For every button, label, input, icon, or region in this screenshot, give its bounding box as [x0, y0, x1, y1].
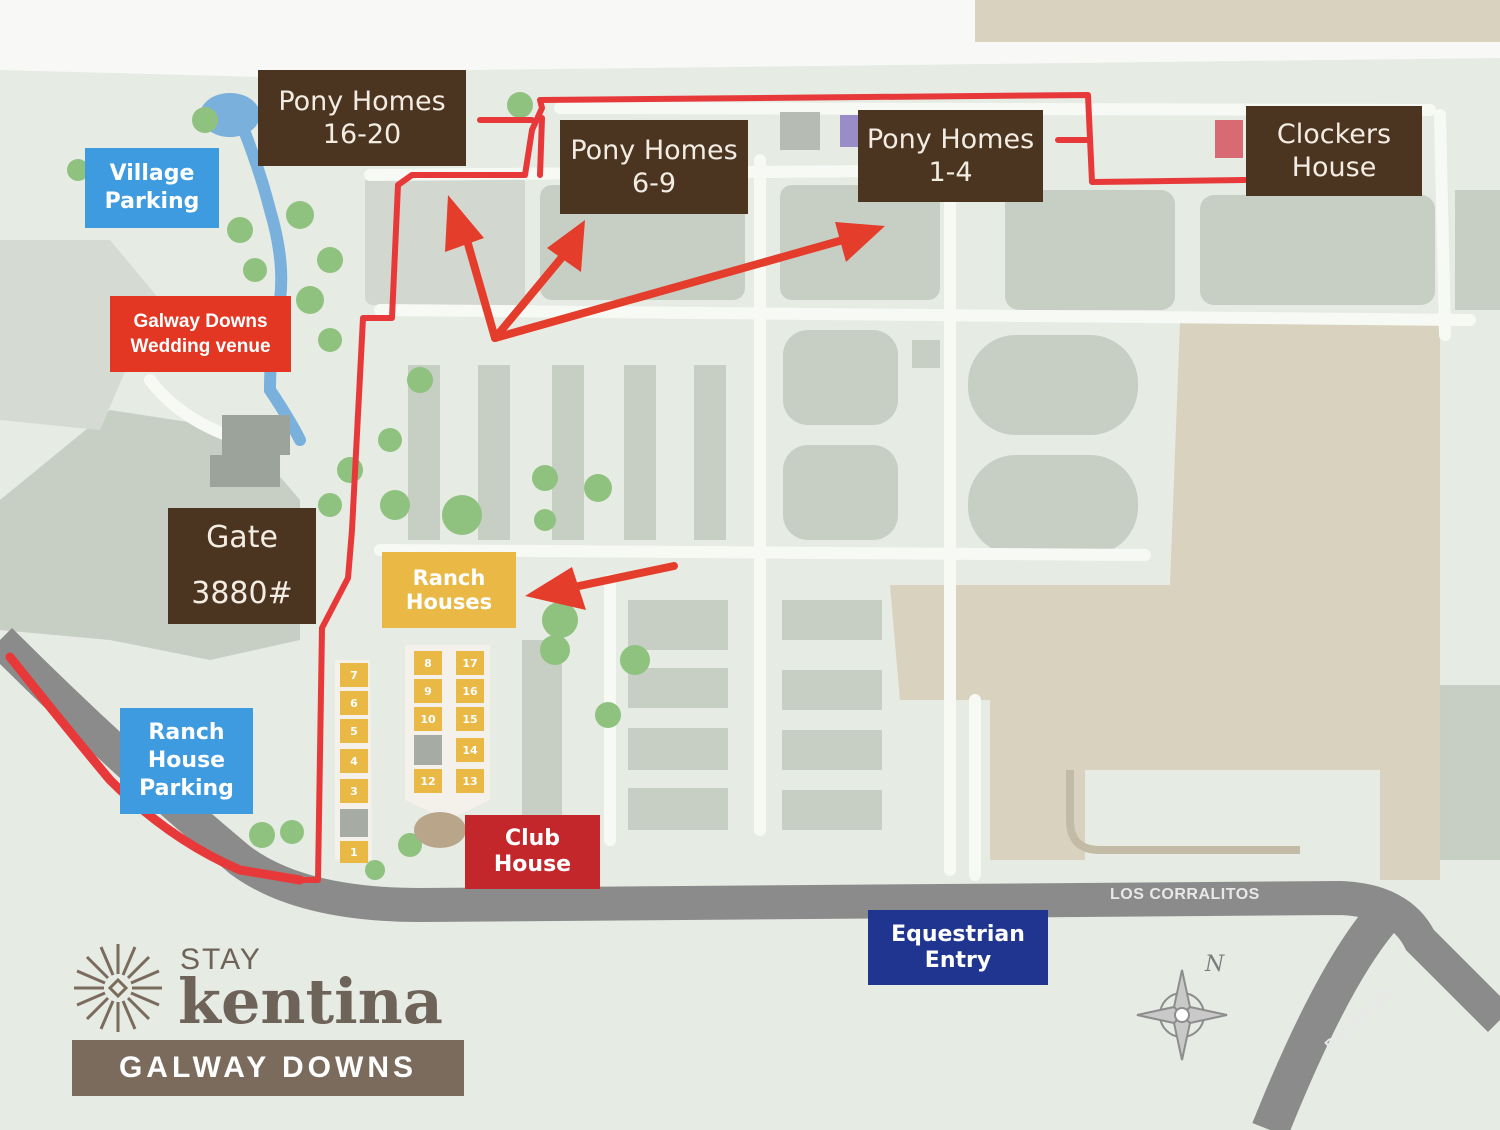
house-1: 1 [340, 841, 368, 863]
label-gate-code: Gate 3880# [168, 508, 316, 624]
house-11-placeholder [414, 735, 442, 765]
label-pony-homes-1-4: Pony Homes 1-4 [858, 110, 1043, 202]
house-12: 12 [414, 769, 442, 793]
label-ranch-house-parking: Ranch House Parking [120, 708, 253, 814]
house-5: 5 [340, 719, 368, 743]
logo-stay: STAY [180, 943, 262, 976]
logo-subtitle: GALWAY DOWNS [72, 1040, 464, 1096]
house-16: 16 [456, 679, 484, 703]
compass-rose-icon [1140, 970, 1228, 1060]
label-pony-homes-16-20: Pony Homes 16-20 [258, 70, 466, 166]
label-club-house: Club House [465, 815, 600, 889]
house-14: 14 [456, 738, 484, 762]
house-3: 3 [340, 779, 368, 803]
house-17: 17 [456, 651, 484, 675]
label-equestrian-entry: Equestrian Entry [868, 910, 1048, 985]
house-2-placeholder [340, 809, 368, 837]
house-6: 6 [340, 691, 368, 715]
house-13: 13 [456, 769, 484, 793]
logo-kentina: kentina [178, 965, 443, 1038]
label-wedding-venue: Galway Downs Wedding venue [110, 296, 291, 372]
house-9: 9 [414, 679, 442, 703]
house-4: 4 [340, 749, 368, 773]
road-label-los-corralitos: LOS CORRALITOS [1110, 886, 1260, 903]
label-pony-homes-6-9: Pony Homes 6-9 [560, 120, 748, 214]
label-village-parking: Village Parking [85, 148, 219, 228]
house-7: 7 [340, 663, 368, 687]
label-clockers-house: Clockers House [1246, 106, 1422, 196]
compass-north-label: N [1205, 952, 1225, 977]
house-10: 10 [414, 707, 442, 731]
house-8: 8 [414, 651, 442, 675]
sunburst-logo-icon [72, 942, 166, 1034]
label-ranch-houses: Ranch Houses [382, 552, 516, 628]
house-15: 15 [456, 707, 484, 731]
